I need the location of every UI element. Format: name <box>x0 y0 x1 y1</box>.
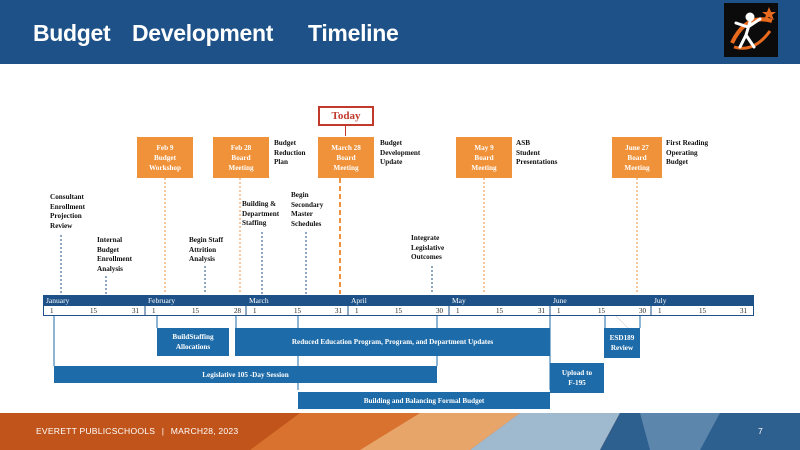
bar-esd189-review: ESD189 Review <box>604 328 640 358</box>
title-word-development: Development <box>132 20 274 46</box>
month-label-february: February <box>148 296 176 305</box>
month-label-june: June <box>553 296 567 305</box>
day-tick: 1 <box>456 307 460 315</box>
bar-build-staffing: BuildStaffing Allocations <box>157 328 229 356</box>
milestone-legislative: Integrate Legislative Outcomes <box>411 234 445 262</box>
today-marker-label: Today <box>318 106 374 126</box>
event-box-feb28: Feb 28 Board Meeting <box>213 137 269 178</box>
day-tick: 1 <box>557 307 561 315</box>
page-number: 7 <box>758 426 763 436</box>
day-tick: 31 <box>335 307 342 315</box>
title-bar: Budget Development Timeline <box>0 0 800 64</box>
month-label-may: May <box>452 296 466 305</box>
bar-legislative-session: Legislative 105 -Day Session <box>54 366 437 383</box>
month-label-july: July <box>654 296 667 305</box>
milestone-internal: Internal Budget Enrollment Analysis <box>97 236 133 273</box>
month-label-january: January <box>46 296 70 305</box>
today-connector <box>345 126 346 136</box>
footer-separator: | <box>161 426 165 436</box>
event-note-jun27: First Reading Operating Budget <box>666 139 709 167</box>
bar-upload-f195: Upload to F-195 <box>550 363 604 393</box>
event-note-mar28: Budget Development Update <box>380 139 421 167</box>
bar-balancing-budget: Building and Balancing Formal Budget <box>298 392 550 409</box>
district-logo-icon <box>724 3 778 57</box>
day-tick: 31 <box>132 307 139 315</box>
day-tick: 15 <box>699 307 706 315</box>
event-note-feb28: Budget Reduction Plan <box>274 139 306 167</box>
day-tick: 15 <box>598 307 605 315</box>
month-label-march: March <box>249 296 269 305</box>
bar-reduced-education: Reduced Education Program, Program, and … <box>235 328 550 356</box>
footer-band: EVERETT PUBLICSCHOOLS | MARCH28, 2023 7 <box>0 413 800 450</box>
title-word-budget: Budget <box>33 20 111 46</box>
month-label-april: April <box>351 296 367 305</box>
footer-decoration <box>250 413 800 450</box>
title-word-timeline: Timeline <box>308 20 399 46</box>
footer-org: EVERETT PUBLICSCHOOLS <box>36 426 156 436</box>
day-tick: 15 <box>192 307 199 315</box>
milestone-building: Building & Department Staffing <box>242 200 280 228</box>
day-tick: 1 <box>253 307 257 315</box>
event-box-mar28: March 28 Board Meeting <box>318 137 374 178</box>
milestone-secondary: Begin Secondary Master Schedules <box>291 191 324 228</box>
day-tick: 15 <box>395 307 402 315</box>
day-tick: 30 <box>639 307 646 315</box>
event-box-feb9: Feb 9 Budget Workshop <box>137 137 193 178</box>
day-tick: 15 <box>294 307 301 315</box>
event-note-may9: ASB Student Presentations <box>516 139 558 167</box>
event-box-may9: May 9 Board Meeting <box>456 137 512 178</box>
milestone-consultant: Consultant Enrollment Projection Review <box>50 193 86 230</box>
footer-text: EVERETT PUBLICSCHOOLS | MARCH28, 2023 <box>36 426 238 436</box>
day-tick: 15 <box>90 307 97 315</box>
day-tick: 1 <box>658 307 662 315</box>
footer-date: MARCH28, 2023 <box>170 426 239 436</box>
day-tick: 1 <box>152 307 156 315</box>
event-box-jun27: June 27 Board Meeting <box>612 137 662 178</box>
day-bar <box>43 305 754 316</box>
day-tick: 15 <box>496 307 503 315</box>
day-tick: 1 <box>50 307 54 315</box>
day-tick: 28 <box>234 307 241 315</box>
day-tick: 30 <box>436 307 443 315</box>
milestone-attrition: Begin Staff Attrition Analysis <box>189 236 224 264</box>
month-bar <box>43 295 754 305</box>
day-tick: 1 <box>355 307 359 315</box>
day-tick: 31 <box>538 307 545 315</box>
day-tick: 31 <box>740 307 747 315</box>
